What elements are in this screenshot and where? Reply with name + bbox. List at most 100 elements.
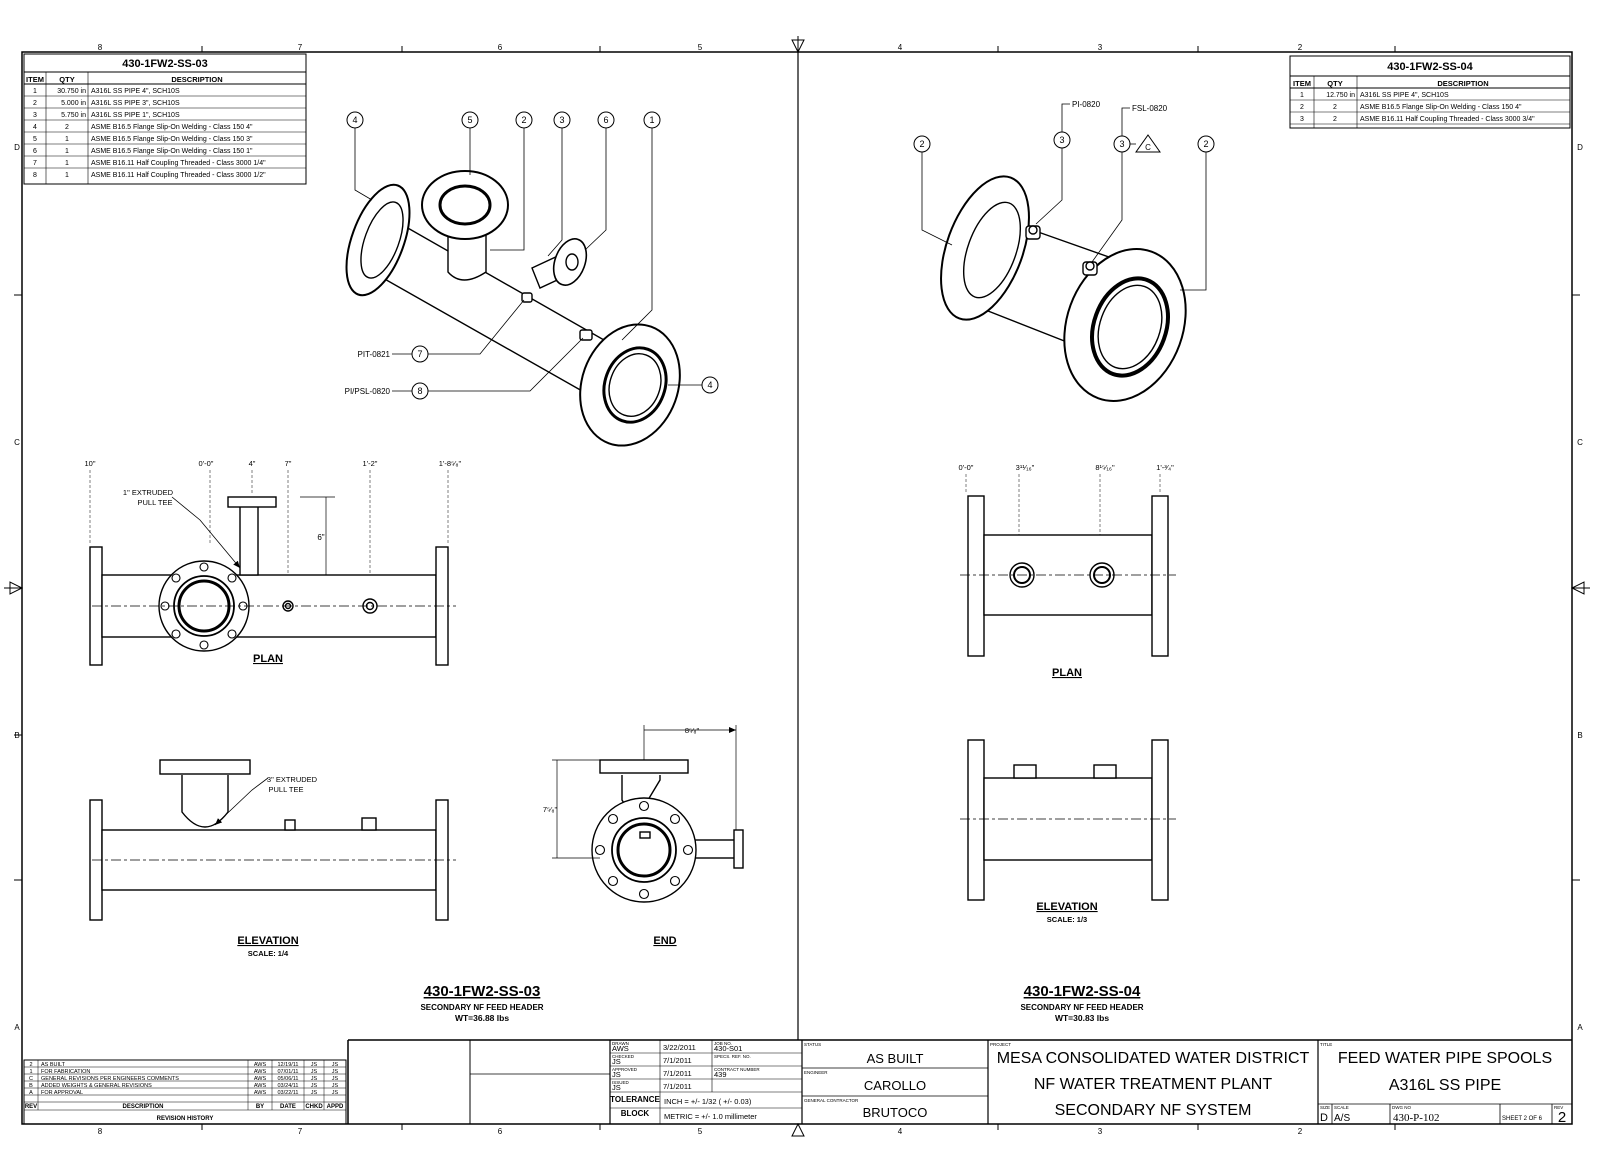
bom-cell: 4 [33, 124, 37, 131]
end-view: 8⁵⁄₈" 7⁵⁄₈" END [543, 725, 744, 947]
drawing-number: 430-P-102 [1393, 1112, 1439, 1124]
rev-header: APPD [327, 1104, 344, 1110]
note-text: 3" EXTRUDED [267, 775, 318, 784]
note-text: PULL TEE [137, 498, 172, 507]
zone-label: 6 [498, 43, 503, 52]
bom-cell: 2 [1333, 116, 1337, 123]
field-label: GENERAL CONTRACTOR [804, 1098, 859, 1103]
bom-cell: ASME B16.11 Half Coupling Threaded - Cla… [91, 172, 266, 179]
plan-dim: 0'-0" [199, 459, 214, 468]
date-value: 3/22/2011 [663, 1043, 696, 1052]
date-value: 7/1/2011 [663, 1056, 692, 1065]
bom-cell: 12.750 in [1326, 92, 1355, 99]
date-value: 7/1/2011 [663, 1082, 692, 1091]
instrument-tag: FSL-0820 [1132, 104, 1168, 113]
field-label: TITLE [1320, 1042, 1332, 1047]
bom-cell: 1 [65, 148, 69, 155]
bom-cell: 8 [33, 172, 37, 179]
rev-cell: 2 [29, 1062, 32, 1068]
plan-view-left: 10" 0'-0" 4" 7" 1'-2" 1'-8⁵⁄₈" [84, 459, 462, 666]
date-field-label: JOB NO. [714, 1041, 732, 1046]
date-initials: AWS [612, 1044, 629, 1053]
rev-header: BY [256, 1104, 264, 1110]
rev-cell: B [29, 1083, 33, 1089]
zone-label: 5 [698, 43, 703, 52]
zone-label: C [1577, 438, 1583, 447]
balloon-label: 2 [521, 115, 526, 125]
rev-cell: JS [311, 1090, 318, 1096]
date-role: CHECKED [612, 1054, 635, 1059]
spool-label-left: 430-1FW2-SS-03 SECONDARY NF FEED HEADER … [420, 983, 543, 1023]
bom-cell: 30.750 in [57, 88, 86, 95]
plan-dim: 8¹⁵⁄₁₆" [1095, 463, 1115, 472]
plan-vertical-dim: 6" [317, 533, 324, 542]
plan-dim: 4" [249, 459, 256, 468]
zone-label: D [1577, 143, 1583, 152]
bom-cell: 1 [33, 88, 37, 95]
zone-label: 4 [898, 43, 903, 52]
sheet-count: SHEET 2 OF 6 [1502, 1116, 1543, 1122]
elevation-view-left: 3" EXTRUDED PULL TEE ELEVATION SCALE: 1/… [89, 759, 456, 958]
plan-dim: 1'-2" [363, 459, 378, 468]
balloon-label: 7 [417, 349, 422, 359]
rev-cell: 03/22/11 [277, 1090, 298, 1096]
rev-cell: 03/24/11 [277, 1083, 298, 1089]
date-role: DRAWN [612, 1041, 629, 1046]
bom-cell: A316L SS PIPE 3", SCH10S [91, 100, 180, 107]
bom-cell: ASME B16.11 Half Coupling Threaded - Cla… [91, 160, 266, 167]
rev-cell: JS [311, 1069, 318, 1075]
bom-cell: 1 [65, 172, 69, 179]
bom-cell: 2 [33, 100, 37, 107]
bom-cell: ASME B16.5 Flange Slip-On Welding - Clas… [91, 136, 253, 143]
spool-tag: 430-1FW2-SS-03 [424, 983, 541, 1000]
status-block: STATUS ENGINEER GENERAL CONTRACTOR AS BU… [802, 1042, 988, 1120]
end-dim: 7⁵⁄₈" [543, 805, 558, 814]
zone-label: 7 [298, 1127, 303, 1136]
sheet-scale: A/S [1334, 1113, 1350, 1124]
zone-label: 4 [898, 1127, 903, 1136]
date-initials: JS [612, 1057, 621, 1066]
rev-cell: JS [311, 1062, 318, 1068]
project-line: NF WATER TREATMENT PLANT [1034, 1076, 1272, 1093]
bom-header: QTY [1327, 79, 1342, 88]
zone-label: D [14, 143, 20, 152]
bom-header: ITEM [1293, 79, 1311, 88]
bom-table-right: 430-1FW2-SS-04 ITEM QTY DESCRIPTION 1 12… [1289, 55, 1571, 129]
zone-label: 3 [1098, 1127, 1103, 1136]
plan-dim: 10" [84, 459, 95, 468]
drawing-title-block: TITLE FEED WATER PIPE SPOOLS A316L SS PI… [1318, 1042, 1572, 1126]
rev-cell: AWS [254, 1083, 267, 1089]
view-label: PLAN [1052, 667, 1082, 679]
balloon-label: 4 [352, 115, 357, 125]
date-value: 7/1/2011 [663, 1069, 692, 1078]
zone-label: 8 [98, 1127, 103, 1136]
revision-history: 2 AS BUILT AWS 12/19/11 JS JS 1 FOR FABR… [23, 1059, 347, 1125]
spool-weight: WT=30.83 lbs [1055, 1013, 1109, 1023]
revision-number: 2 [1558, 1109, 1566, 1126]
zone-label: C [14, 438, 20, 447]
balloon-label: 3 [559, 115, 564, 125]
view-label: END [653, 935, 676, 947]
zone-label: 6 [498, 1127, 503, 1136]
rev-cell: FOR APPROVAL [41, 1090, 83, 1096]
plan-dim: 1'-8⁵⁄₈" [439, 459, 462, 468]
bom-cell: ASME B16.11 Half Coupling Threaded - Cla… [1360, 116, 1535, 123]
status-value: AS BUILT [867, 1051, 924, 1066]
end-dim: 8⁵⁄₈" [685, 726, 700, 735]
rev-title: REVISION HISTORY [157, 1116, 214, 1122]
bom-cell: 1 [65, 136, 69, 143]
field-label: DWG NO [1392, 1105, 1411, 1110]
bom-cell: ASME B16.5 Flange Slip-On Welding - Clas… [91, 124, 253, 131]
bom-title: 430-1FW2-SS-04 [1387, 61, 1473, 73]
rev-cell: ADDED WEIGHTS & GENERAL REVISIONS [41, 1083, 152, 1089]
rev-cell: AWS [254, 1090, 267, 1096]
tolerance-label: TOLERANCE [610, 1095, 660, 1104]
balloon-label: 6 [603, 115, 608, 125]
view-label: ELEVATION [1036, 901, 1097, 913]
sheet-border [4, 36, 1590, 1137]
rev-cell: 07/01/11 [277, 1069, 298, 1075]
contractor-value: BRUTOCO [863, 1105, 928, 1120]
contract-no: 439 [714, 1070, 727, 1079]
iso-left-balloons: 4 5 2 3 6 1 7 8 4 PIT-0821 PI/PSL-0820 [345, 111, 719, 400]
plan-dim: 3¹¹⁄₁₆" [1016, 463, 1035, 472]
